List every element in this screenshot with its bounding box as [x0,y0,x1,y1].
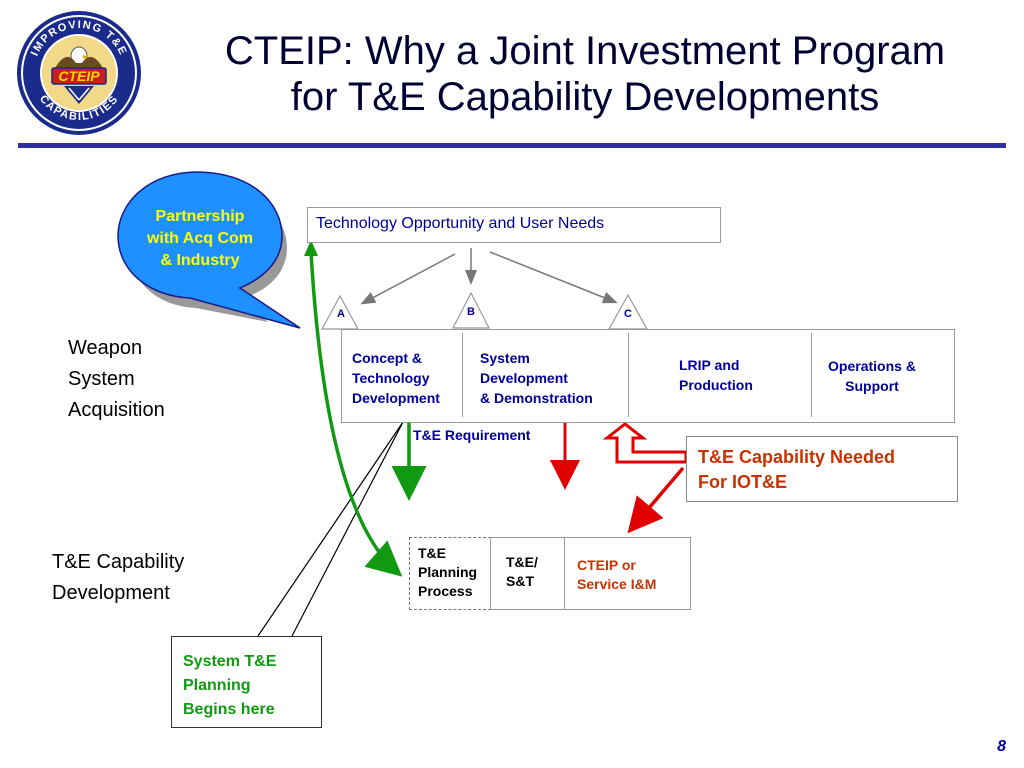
arrow-to-milestone-c [489,251,618,304]
capability-needed-line-1: T&E Capability Needed [698,447,896,467]
milestone-b-label: B [467,306,475,318]
title-line-2: for T&E Capability Developments [290,75,880,119]
cteip-service-box: CTEIP or Service I&M [564,537,691,610]
phase-3-line-1: LRIP and [679,357,740,373]
capability-needed-line-2: For IOT&E [698,472,787,492]
red-iote-arrow [627,466,685,534]
arrow-to-milestone-a [360,253,456,305]
milestone-b-triangle [452,291,490,329]
weapon-line-2: System [68,368,135,390]
phase-divider-2 [628,333,629,417]
weapon-system-acquisition-label: Weapon System Acquisition [68,333,165,426]
capability-line-2: Development [52,582,170,604]
planning-line-1: T&E [418,545,446,561]
phase-lrip-production: LRIP and Production [679,355,753,395]
system-planning-box: System T&E Planning Begins here [171,636,322,728]
weapon-line-1: Weapon [68,337,143,359]
cteip-logo: IMPROVING T&E CAPABILITIES CTEIP [14,8,144,138]
phase-system-development: System Development & Demonstration [480,348,593,408]
callout-line-3: & Industry [160,252,240,269]
title-line-1: CTEIP: Why a Joint Investment Program [224,29,946,73]
phase-divider-1 [462,333,463,417]
logo-center-text: CTEIP [58,68,100,84]
callout-line-1: Partnership [155,208,245,225]
cteip-line-1: CTEIP or [577,557,636,573]
te-capability-development-label: T&E Capability Development [52,547,184,609]
te-capability-needed-box: T&E Capability Needed For IOT&E [686,436,958,502]
te-planning-process-box: T&E Planning Process [409,537,491,610]
phase-2-line-3: & Demonstration [480,390,593,406]
tech-opportunity-label: Technology Opportunity and User Needs [316,215,605,232]
page-number: 8 [997,738,1006,755]
system-planning-line-1: System T&E [183,653,277,670]
capability-needed-text: T&E Capability Needed For IOT&E [687,437,957,495]
phase-2-line-1: System [480,350,530,366]
phase-4-line-2: Support [845,378,899,394]
te-st-box: T&E/ S&T [490,537,565,610]
weapon-line-3: Acquisition [68,399,165,421]
phase-1-line-1: Concept & [352,350,422,366]
page-title: CTEIP: Why a Joint Investment Program fo… [150,28,1020,120]
te-requirement-label: T&E Requirement [413,427,531,443]
cteip-line-2: Service I&M [577,576,657,592]
phase-4-line-1: Operations & [828,358,916,374]
phase-divider-3 [811,333,812,417]
red-hollow-arrow [602,422,688,464]
milestone-a-label: A [337,308,345,320]
st-line-1: T&E/ [506,554,538,570]
phase-1-line-3: Development [352,390,440,406]
callout-bubble [117,171,301,329]
pointer-line-left [257,421,404,637]
capability-line-1: T&E Capability [52,551,185,573]
system-planning-line-3: Begins here [183,701,275,718]
milestone-c-label: C [624,308,632,320]
phase-1-line-2: Technology [352,370,430,386]
green-feedback-arrow [309,251,403,577]
pointer-line-right [291,421,404,637]
tech-opportunity-box: Technology Opportunity and User Needs [307,207,721,243]
eagle-seal-icon: IMPROVING T&E CAPABILITIES CTEIP [17,11,141,135]
green-arrow-head-up [304,240,318,256]
callout-line-2: with Acq Com [146,230,254,247]
planning-line-3: Process [418,583,473,599]
phase-3-line-2: Production [679,377,753,393]
phase-concept-technology: Concept & Technology Development [352,348,440,408]
callout-text: Partnership with Acq Com & Industry [120,206,280,272]
phase-2-line-2: Development [480,370,568,386]
title-divider [18,143,1006,148]
planning-line-2: Planning [418,564,478,580]
system-planning-line-2: Planning [183,677,251,694]
phase-operations-support: Operations & Support [812,356,932,396]
milestone-a-triangle [320,294,360,330]
acquisition-phase-bar [341,329,955,423]
st-line-2: S&T [506,573,534,589]
